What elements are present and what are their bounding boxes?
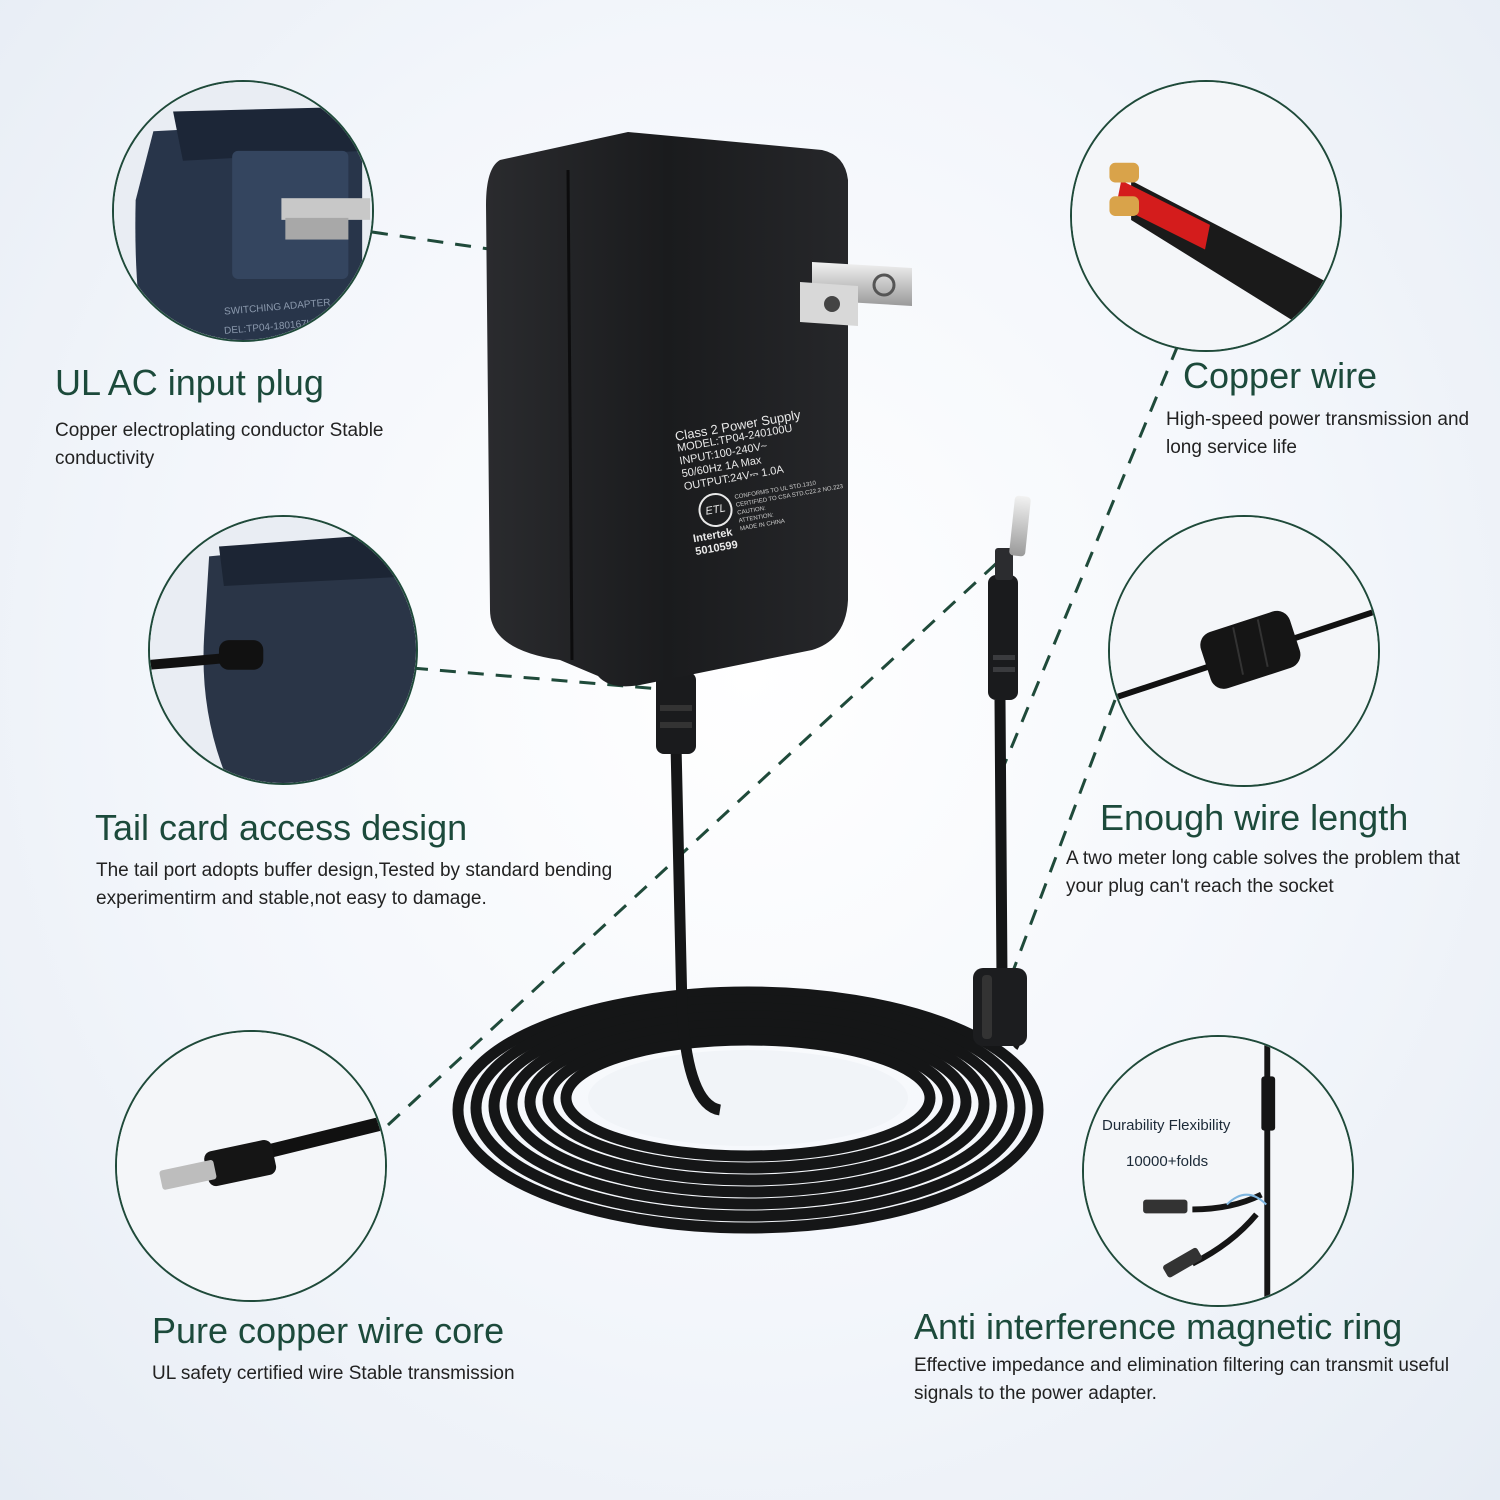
cable-strain-relief-icon [150, 517, 416, 783]
tail-card-title: Tail card access design [95, 807, 468, 848]
wire-length-circle [1108, 515, 1380, 787]
copper-core-title: Pure copper wire core [152, 1310, 505, 1351]
copper-core-desc: UL safety certified wire Stable transmis… [152, 1363, 515, 1384]
magnetic-ring-desc: Effective impedance and elimination filt… [914, 1355, 1450, 1404]
wire-strands-icon [1072, 82, 1340, 350]
wire-length-title: Enough wire length [1100, 797, 1409, 838]
us-plug-icon [114, 82, 372, 340]
tail-card-desc: The tail port adopts buffer design,Teste… [96, 860, 613, 909]
bending-cable-icon [1084, 1037, 1352, 1305]
copper-wire-desc: High-speed power transmission and long s… [1166, 409, 1470, 458]
tail-card-circle [148, 515, 418, 785]
copper-wire-circle [1070, 80, 1342, 352]
etl-logo: ETL [695, 490, 736, 530]
ul-plug-desc: Copper electroplating conductor Stable c… [55, 420, 384, 469]
magnetic-ring-circle: Durability Flexibility 10000+folds [1082, 1035, 1354, 1307]
wire-length-desc: A two meter long cable solves the proble… [1066, 848, 1460, 897]
copper-core-circle [115, 1030, 387, 1302]
ul-plug-circle: SWITCHING ADAPTER DEL:TP04-180167U [112, 80, 374, 342]
folds-label: 10000+folds [1126, 1153, 1209, 1170]
ul-plug-title: UL AC input plug [55, 362, 324, 403]
dc-barrel-plug-icon [117, 1032, 385, 1300]
ferrite-cable-icon [1110, 517, 1378, 785]
durability-label: Durability Flexibility [1102, 1117, 1231, 1134]
copper-wire-title: Copper wire [1183, 355, 1378, 396]
magnetic-ring-title: Anti interference magnetic ring [914, 1306, 1403, 1347]
